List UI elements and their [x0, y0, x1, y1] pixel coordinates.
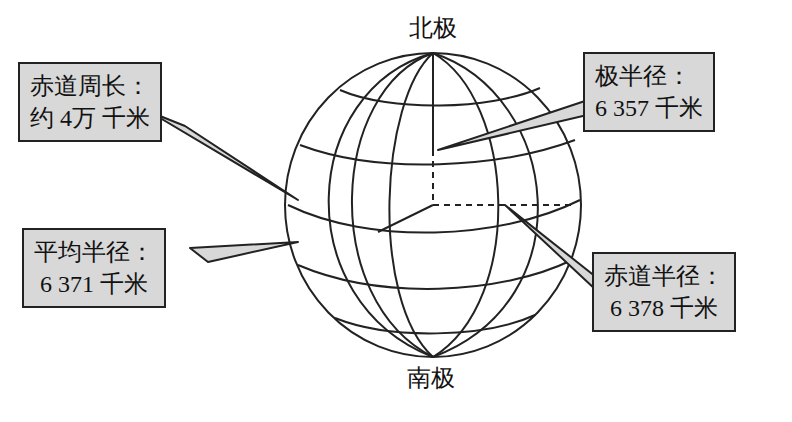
callout-box: 赤道周长：约 4万 千米 [18, 62, 162, 142]
callout-box: 平均半径：6 371 千米 [22, 228, 166, 308]
polar-radius [432, 150, 434, 205]
callout-heading: 平均半径： [34, 236, 154, 268]
callout-heading: 赤道周长： [30, 70, 150, 102]
callout-pointer [438, 96, 600, 150]
axis-line [432, 53, 434, 150]
parallel [300, 140, 575, 164]
callout-value: 6 371 千米 [34, 268, 154, 300]
callout-pointer [150, 112, 298, 200]
parallel [340, 88, 540, 106]
meridian [389, 53, 433, 357]
callout-heading: 赤道半径： [604, 260, 724, 292]
pole-label: 北极 [406, 12, 460, 44]
pole-label: 南极 [404, 362, 458, 394]
callout-box: 赤道半径：6 378 千米 [592, 252, 736, 332]
globe-outline [285, 53, 581, 357]
callout-heading: 极半径： [595, 60, 703, 92]
callout-value: 6 357 千米 [595, 92, 703, 124]
callout-value: 6 378 千米 [604, 292, 724, 324]
callout-box: 极半径：6 357 千米 [583, 52, 715, 132]
callout-pointer [190, 242, 298, 262]
parallel [335, 315, 535, 333]
parallel [298, 260, 572, 289]
callout-value: 约 4万 千米 [30, 102, 150, 134]
radius-line [378, 205, 433, 232]
equator [288, 200, 580, 233]
meridian [329, 53, 433, 357]
